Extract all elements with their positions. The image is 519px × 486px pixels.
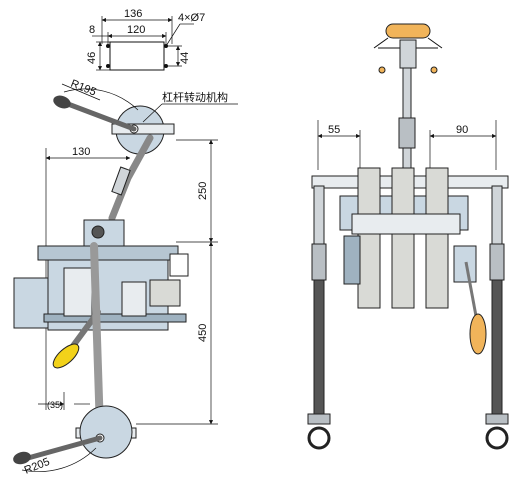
mounting-plate	[109, 41, 165, 71]
right-foot-ring	[485, 426, 509, 450]
contact-row	[351, 213, 461, 235]
handle-screw	[378, 66, 386, 74]
right-rod-upper	[491, 185, 503, 247]
switch-base-plate	[43, 313, 187, 323]
mechanism-box	[343, 235, 361, 285]
operating-handle-grip	[52, 343, 80, 369]
left-foot-bracket	[307, 413, 331, 425]
dim-120: 120	[127, 24, 145, 36]
upper-lever-arm	[65, 101, 137, 132]
dim-450: 450	[197, 324, 209, 342]
holes-note: 4×Ø7	[178, 12, 205, 24]
dim-250: 250	[197, 182, 209, 200]
handle-screw	[430, 66, 438, 74]
shaft-coupler	[398, 117, 416, 149]
terminal-block	[149, 279, 181, 307]
left-rod-coupler	[311, 243, 327, 281]
left-foot-ring	[307, 426, 331, 450]
front-view: 55 90	[307, 23, 509, 450]
bracket-pivot	[91, 225, 105, 239]
radius-r195: R195	[69, 78, 98, 99]
dim-130: 130	[72, 146, 90, 158]
contact-block	[63, 267, 93, 317]
upper-lever-knob	[53, 95, 71, 109]
upper-mount-bar	[111, 123, 175, 135]
crank-arm	[464, 261, 478, 317]
dim-90: 90	[456, 124, 468, 136]
right-foot-bracket	[485, 413, 509, 425]
plate-hole	[106, 44, 110, 48]
left-rod-lower	[313, 279, 325, 417]
dim-46: 46	[86, 52, 98, 64]
right-rod-coupler	[489, 243, 505, 281]
lower-lever-knob	[13, 451, 31, 465]
fuse-carrier	[357, 167, 381, 309]
top-handle-grip	[385, 23, 431, 39]
dim-55: 55	[328, 124, 340, 136]
plate-hole	[106, 64, 110, 68]
dim-35: (35)	[47, 400, 63, 410]
connecting-rod	[108, 134, 154, 222]
dim-44: 44	[179, 52, 191, 64]
aux-box	[169, 253, 189, 277]
dim-136: 136	[124, 8, 142, 20]
top-handle-hub	[399, 39, 417, 69]
fuse-carrier	[425, 167, 449, 309]
mounting-plate-detail: 136 120 8 4×Ø7 46 44	[86, 8, 205, 71]
switch-top-plate	[37, 245, 179, 261]
right-rod-lower	[491, 279, 503, 417]
lower-lever-arm	[25, 435, 103, 461]
mechanism-label: 杠杆转动机构	[162, 90, 228, 104]
contact-block	[121, 281, 147, 317]
left-rod-upper	[313, 185, 325, 247]
dim-8: 8	[89, 24, 95, 36]
fuse-carrier	[391, 167, 415, 309]
rod-coupler	[111, 166, 131, 196]
lower-lever-disk	[79, 405, 133, 459]
crank-grip	[469, 313, 487, 355]
side-view: R195 杠杆转动机构 130 250 450 (35)	[13, 78, 238, 477]
lower-rod	[90, 242, 104, 434]
